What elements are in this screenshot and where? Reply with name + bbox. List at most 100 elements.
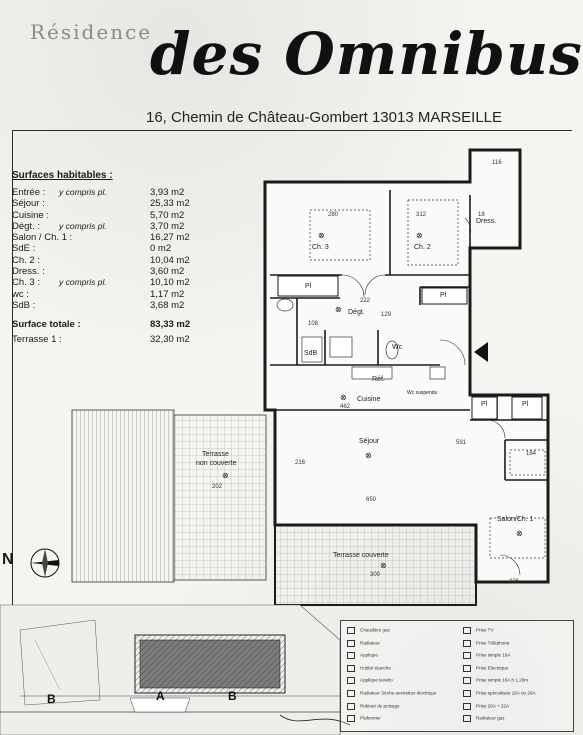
legend-text: Prise simple 16A	[476, 652, 511, 658]
lamp-icon: ⊗	[335, 305, 342, 314]
surface-value: 5,70 m2	[150, 209, 185, 221]
lamp-icon: ⊗	[516, 529, 523, 538]
room-wc: Wc	[392, 344, 403, 351]
room-degt: Dégt.	[348, 309, 365, 316]
site-label-b: B	[228, 689, 237, 703]
dim-129: 129	[381, 312, 392, 318]
dim-116: 116	[492, 160, 502, 166]
terrace-covered	[274, 524, 477, 606]
surface-label: Salon / Ch. 1 :	[12, 232, 73, 244]
surface-label: SdB :	[12, 299, 36, 311]
legend-item: Prise spécialisée 16A ou 20A	[463, 690, 536, 697]
closet-pl-1	[277, 275, 339, 297]
dim-462: 462	[340, 404, 351, 410]
terrace-uncovered	[173, 414, 267, 581]
entrance-arrow	[474, 342, 488, 362]
brand-residence: Résidence	[30, 20, 153, 44]
legend-symbol-icon	[463, 639, 471, 647]
legend-text: Prise simple 16A h 1,20m	[476, 678, 529, 684]
room-pl-1: Pl	[305, 283, 312, 290]
surface-label: SdE :	[12, 243, 36, 255]
room-terrasse-nc-2: non couverte	[196, 460, 237, 467]
surface-row: Séjour :25,33 m2	[12, 198, 212, 209]
legend-symbol-icon	[347, 652, 355, 660]
legend-symbol-icon	[347, 664, 355, 672]
surface-note: y compris pl.	[59, 187, 107, 197]
room-wc-suspendu: Wc suspendu	[407, 390, 438, 396]
surface-label: Ch. 2 :	[12, 254, 40, 266]
legend-text: Prise TV	[476, 627, 494, 633]
legend-text: Hublot étanche	[360, 665, 391, 671]
legend-symbol-icon	[347, 627, 355, 634]
surface-value: 0 m2	[150, 243, 172, 255]
surface-note: y compris pl.	[59, 277, 107, 288]
lamp-icon: ⊗	[416, 231, 423, 240]
surface-row: wc : 1,17 m2	[12, 289, 212, 300]
legend-item: Radiateur Sèche-serviettes électrique	[347, 690, 437, 697]
legend-item: Radiateur	[347, 639, 380, 647]
legend-item: Robinet de puisage	[347, 702, 400, 710]
surface-value: 10,10 m2	[150, 277, 190, 289]
terrace-row: Terrasse 1 : 32,30 m2	[12, 334, 212, 345]
dim-222: 222	[360, 298, 371, 304]
dim-202: 202	[212, 484, 223, 490]
room-pl-3: Pl	[481, 401, 488, 408]
dim-18: 18	[478, 212, 485, 218]
room-dress: Dress.	[476, 218, 497, 225]
legend-symbol-icon	[347, 715, 355, 723]
surface-row: Cuisine : 5,70 m2	[12, 210, 212, 221]
room-ch3: Ch. 3	[312, 244, 329, 251]
surface-row: SdE : 0 m2	[12, 243, 212, 254]
legend-symbol-icon	[463, 664, 471, 672]
door-arcs	[341, 217, 521, 576]
legend-symbol-icon	[463, 702, 471, 710]
surface-label: Cuisine :	[12, 209, 49, 221]
address: 16, Chemin de Château-Gombert 13013 MARS…	[146, 109, 503, 126]
total-label: Surface totale :	[12, 319, 81, 331]
legend-item: Prise simple 16A h 1,20m	[463, 677, 529, 685]
lamp-icon: ⊗	[365, 451, 372, 460]
lamp-icon: ⊗	[318, 231, 325, 240]
legend-item: Radiateur gaz	[463, 715, 505, 723]
closet-pl-4	[511, 396, 543, 420]
legend-text: Plafonnier	[360, 715, 381, 721]
site-map	[0, 604, 351, 735]
room-cuisine: Cuisine	[357, 396, 381, 403]
room-sejour: Séjour	[359, 438, 380, 445]
legend-text: Prise Téléphone	[476, 640, 510, 646]
outer-walls	[263, 148, 550, 584]
legend-text: Prise spécialisée 16A ou 20A	[476, 690, 536, 696]
legend-item: Prise 20A + 32A	[463, 702, 509, 710]
site-label-b-left: B	[47, 692, 56, 706]
legend-item: Chaudière gaz	[347, 627, 390, 634]
surface-value: 3,60 m2	[150, 266, 185, 278]
surface-row: SdB : 3,68 m2	[12, 300, 212, 311]
dim-236: 236	[509, 579, 520, 585]
dim-216: 216	[295, 460, 306, 466]
surface-label: Dress. :	[12, 266, 45, 278]
legend-symbol-icon	[463, 715, 471, 723]
legend-symbol-icon	[347, 702, 355, 710]
surface-value: 1,17 m2	[150, 288, 185, 300]
surface-value: 3,70 m2	[150, 220, 185, 232]
legend-text: Robinet de puisage	[360, 703, 400, 709]
room-ch2: Ch. 2	[414, 244, 431, 251]
brand-title: des Omnibus	[150, 20, 583, 88]
surface-label: Ch. 3 :	[12, 277, 40, 289]
dim-300: 300	[370, 572, 381, 578]
surface-label: wc :	[12, 288, 29, 300]
closet-pl-2	[421, 287, 468, 305]
surface-value: 3,68 m2	[150, 299, 185, 311]
legend-symbol-icon	[463, 690, 471, 697]
surface-row: Entrée :y compris pl.3,93 m2	[12, 187, 212, 198]
terrace-label: Terrasse 1 :	[12, 333, 62, 345]
surface-value: 25,33 m2	[150, 198, 190, 210]
room-pl-4: Pl	[522, 401, 529, 408]
frame-rule-top	[12, 130, 572, 132]
legend-text: Radiateur Sèche-serviettes électrique	[360, 690, 437, 696]
legend-item: Prise simple 16A	[463, 652, 511, 660]
legend-text: Radiateur gaz	[476, 715, 505, 721]
room-terrasse-c: Terrasse couverte	[333, 552, 389, 559]
